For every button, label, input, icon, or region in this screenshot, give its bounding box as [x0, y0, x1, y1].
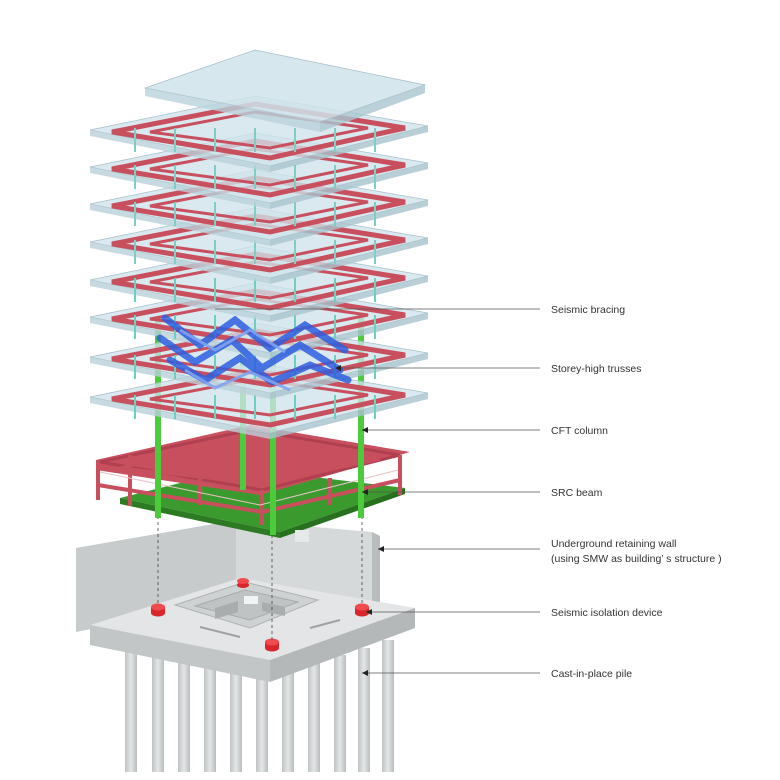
- label-isolation-device: Seismic isolation device: [551, 607, 663, 619]
- seismic-bracing: [156, 314, 352, 387]
- seismic-isolation-devices: [151, 578, 369, 652]
- label-pile: Cast-in-place pile: [551, 668, 632, 680]
- alignment-lines: [157, 510, 363, 640]
- roof: [143, 49, 427, 132]
- label-storey-trusses: Storey-high trusses: [551, 363, 641, 375]
- label-retaining-wall-note: (using SMW as building’ s structure ): [551, 553, 722, 565]
- label-cft-column: CFT column: [551, 425, 608, 437]
- label-seismic-bracing: Seismic bracing: [551, 304, 625, 316]
- src-beam-level: [96, 425, 410, 542]
- label-src-beam: SRC beam: [551, 487, 603, 499]
- upper-floors: [89, 95, 429, 439]
- label-retaining-wall: Underground retaining wall: [551, 538, 677, 550]
- annotations: Seismic bracing Storey-high trusses CFT …: [215, 304, 722, 680]
